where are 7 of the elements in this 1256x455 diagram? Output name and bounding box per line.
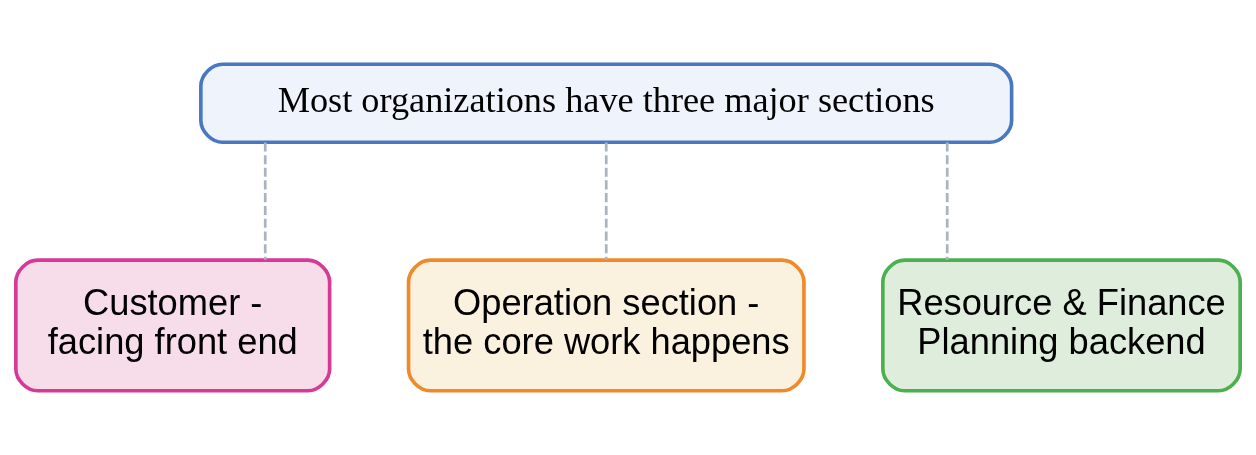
node-box: Customer - facing front end [14, 258, 332, 393]
connector [604, 142, 608, 260]
connector [945, 142, 949, 260]
connector [263, 142, 267, 260]
node-box: Resource & Finance Planning backend [881, 258, 1242, 393]
node-box: Operation section - the core work happens [406, 258, 806, 393]
node-box: Most organizations have three major sections [199, 62, 1014, 145]
